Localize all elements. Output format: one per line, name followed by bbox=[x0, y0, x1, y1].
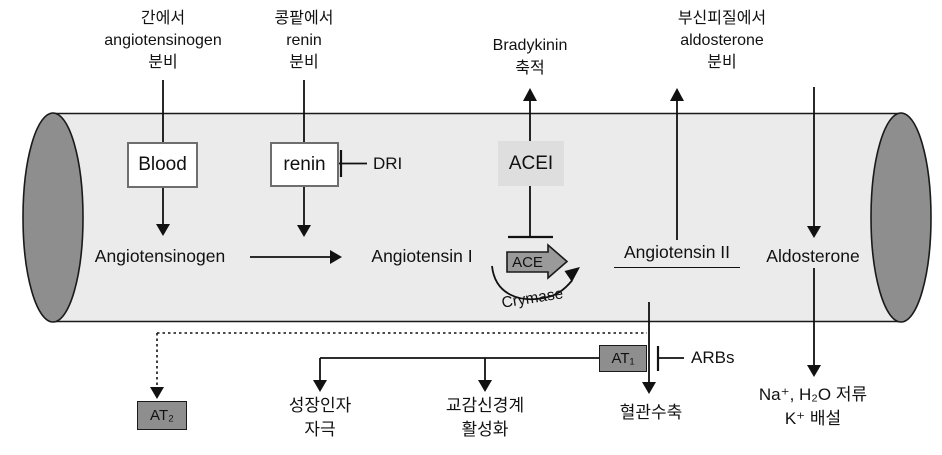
arrowhead-down-renal bbox=[807, 365, 821, 377]
label-adrenal-line2: aldosterone bbox=[680, 32, 764, 49]
label-adrenal-secretion: 부신피질에서 aldosterone 분비 bbox=[652, 8, 792, 74]
label-liver-secretion: 간에서 angiotensinogen 분비 bbox=[83, 8, 243, 74]
label-adrenal-line3: 분비 bbox=[707, 54, 737, 71]
dri-drug-label: DRI bbox=[373, 154, 403, 173]
ace-block-arrow bbox=[506, 243, 569, 280]
blood-box: Blood bbox=[127, 142, 198, 188]
sympathetic-line1: 교감신경계 bbox=[445, 396, 525, 415]
label-adrenal-line1: 부신피질에서 bbox=[677, 10, 767, 27]
arrowhead-right-angiotensin1 bbox=[330, 250, 342, 264]
arrowhead-up-adrenal bbox=[670, 88, 684, 101]
label-kidney-line2: renin bbox=[286, 32, 322, 49]
arrowhead-up-bradykinin bbox=[523, 88, 537, 101]
angiotensin1-label: Angiotensin I bbox=[371, 246, 473, 266]
arrowhead-down-angiotensin1 bbox=[297, 225, 311, 237]
label-liver-line3: 분비 bbox=[148, 54, 178, 71]
arrowheads bbox=[150, 88, 821, 399]
arrowhead-down-vasoconstriction bbox=[642, 382, 656, 394]
arbs-drug-label: ARBs bbox=[691, 348, 735, 367]
renal-line1: Na⁺, H₂O 저류 bbox=[758, 385, 868, 404]
angiotensinogen-label: Angiotensinogen bbox=[94, 246, 226, 266]
at1-label: AT₁ bbox=[611, 350, 635, 367]
arc-chymase-bypass bbox=[491, 265, 573, 301]
at2-label: AT₂ bbox=[150, 407, 174, 424]
vessel-left-end bbox=[22, 112, 84, 323]
aldosterone-label: Aldosterone bbox=[766, 246, 860, 266]
renal-effect-label: Na⁺, H₂O 저류 K⁺ 배설 bbox=[733, 383, 893, 431]
connector-lines bbox=[156, 80, 815, 388]
at2-receptor-box: AT₂ bbox=[137, 401, 187, 430]
sympathetic-line2: 활성화 bbox=[461, 420, 509, 439]
blood-box-label: Blood bbox=[138, 154, 187, 175]
label-liver-line1: 간에서 bbox=[140, 10, 186, 27]
growth-line2: 자극 bbox=[304, 420, 336, 439]
renin-box-label: renin bbox=[283, 153, 326, 175]
label-bradykinin: Bradykinin 축적 bbox=[470, 34, 590, 80]
ace-arrow-label: ACE bbox=[512, 253, 543, 271]
vessel-right-end bbox=[870, 112, 932, 323]
acei-box-label: ACEI bbox=[508, 152, 554, 174]
angiotensin2-label: Angiotensin II bbox=[614, 242, 740, 268]
growth-line1: 성장인자 bbox=[288, 396, 352, 415]
label-bradykinin-line2: 축적 bbox=[515, 60, 545, 77]
at1-receptor-box: AT₁ bbox=[599, 345, 647, 372]
arrowhead-chymase bbox=[564, 267, 580, 282]
vasoconstriction-label: 혈관수축 bbox=[619, 403, 683, 422]
renin-box: renin bbox=[270, 142, 339, 187]
arrowhead-down-growth bbox=[313, 380, 327, 392]
arrowhead-down-at2 bbox=[150, 387, 164, 399]
acei-box: ACEI bbox=[498, 141, 564, 186]
arrowhead-down-aldosterone bbox=[807, 226, 821, 238]
arrowhead-down-angiotensinogen bbox=[156, 224, 170, 236]
growth-effect-label: 성장인자 자극 bbox=[260, 394, 380, 442]
label-kidney-line3: 분비 bbox=[289, 54, 319, 71]
label-kidney-secretion: 콩팥에서 renin 분비 bbox=[244, 8, 364, 74]
label-liver-line2: angiotensinogen bbox=[104, 32, 222, 49]
arrowhead-down-sympathetic bbox=[478, 380, 492, 392]
label-kidney-line1: 콩팥에서 bbox=[274, 10, 334, 27]
sympathetic-effect-label: 교감신경계 활성화 bbox=[420, 394, 550, 442]
renal-line2: K⁺ 배설 bbox=[784, 409, 842, 428]
label-bradykinin-line1: Bradykinin bbox=[492, 37, 568, 54]
